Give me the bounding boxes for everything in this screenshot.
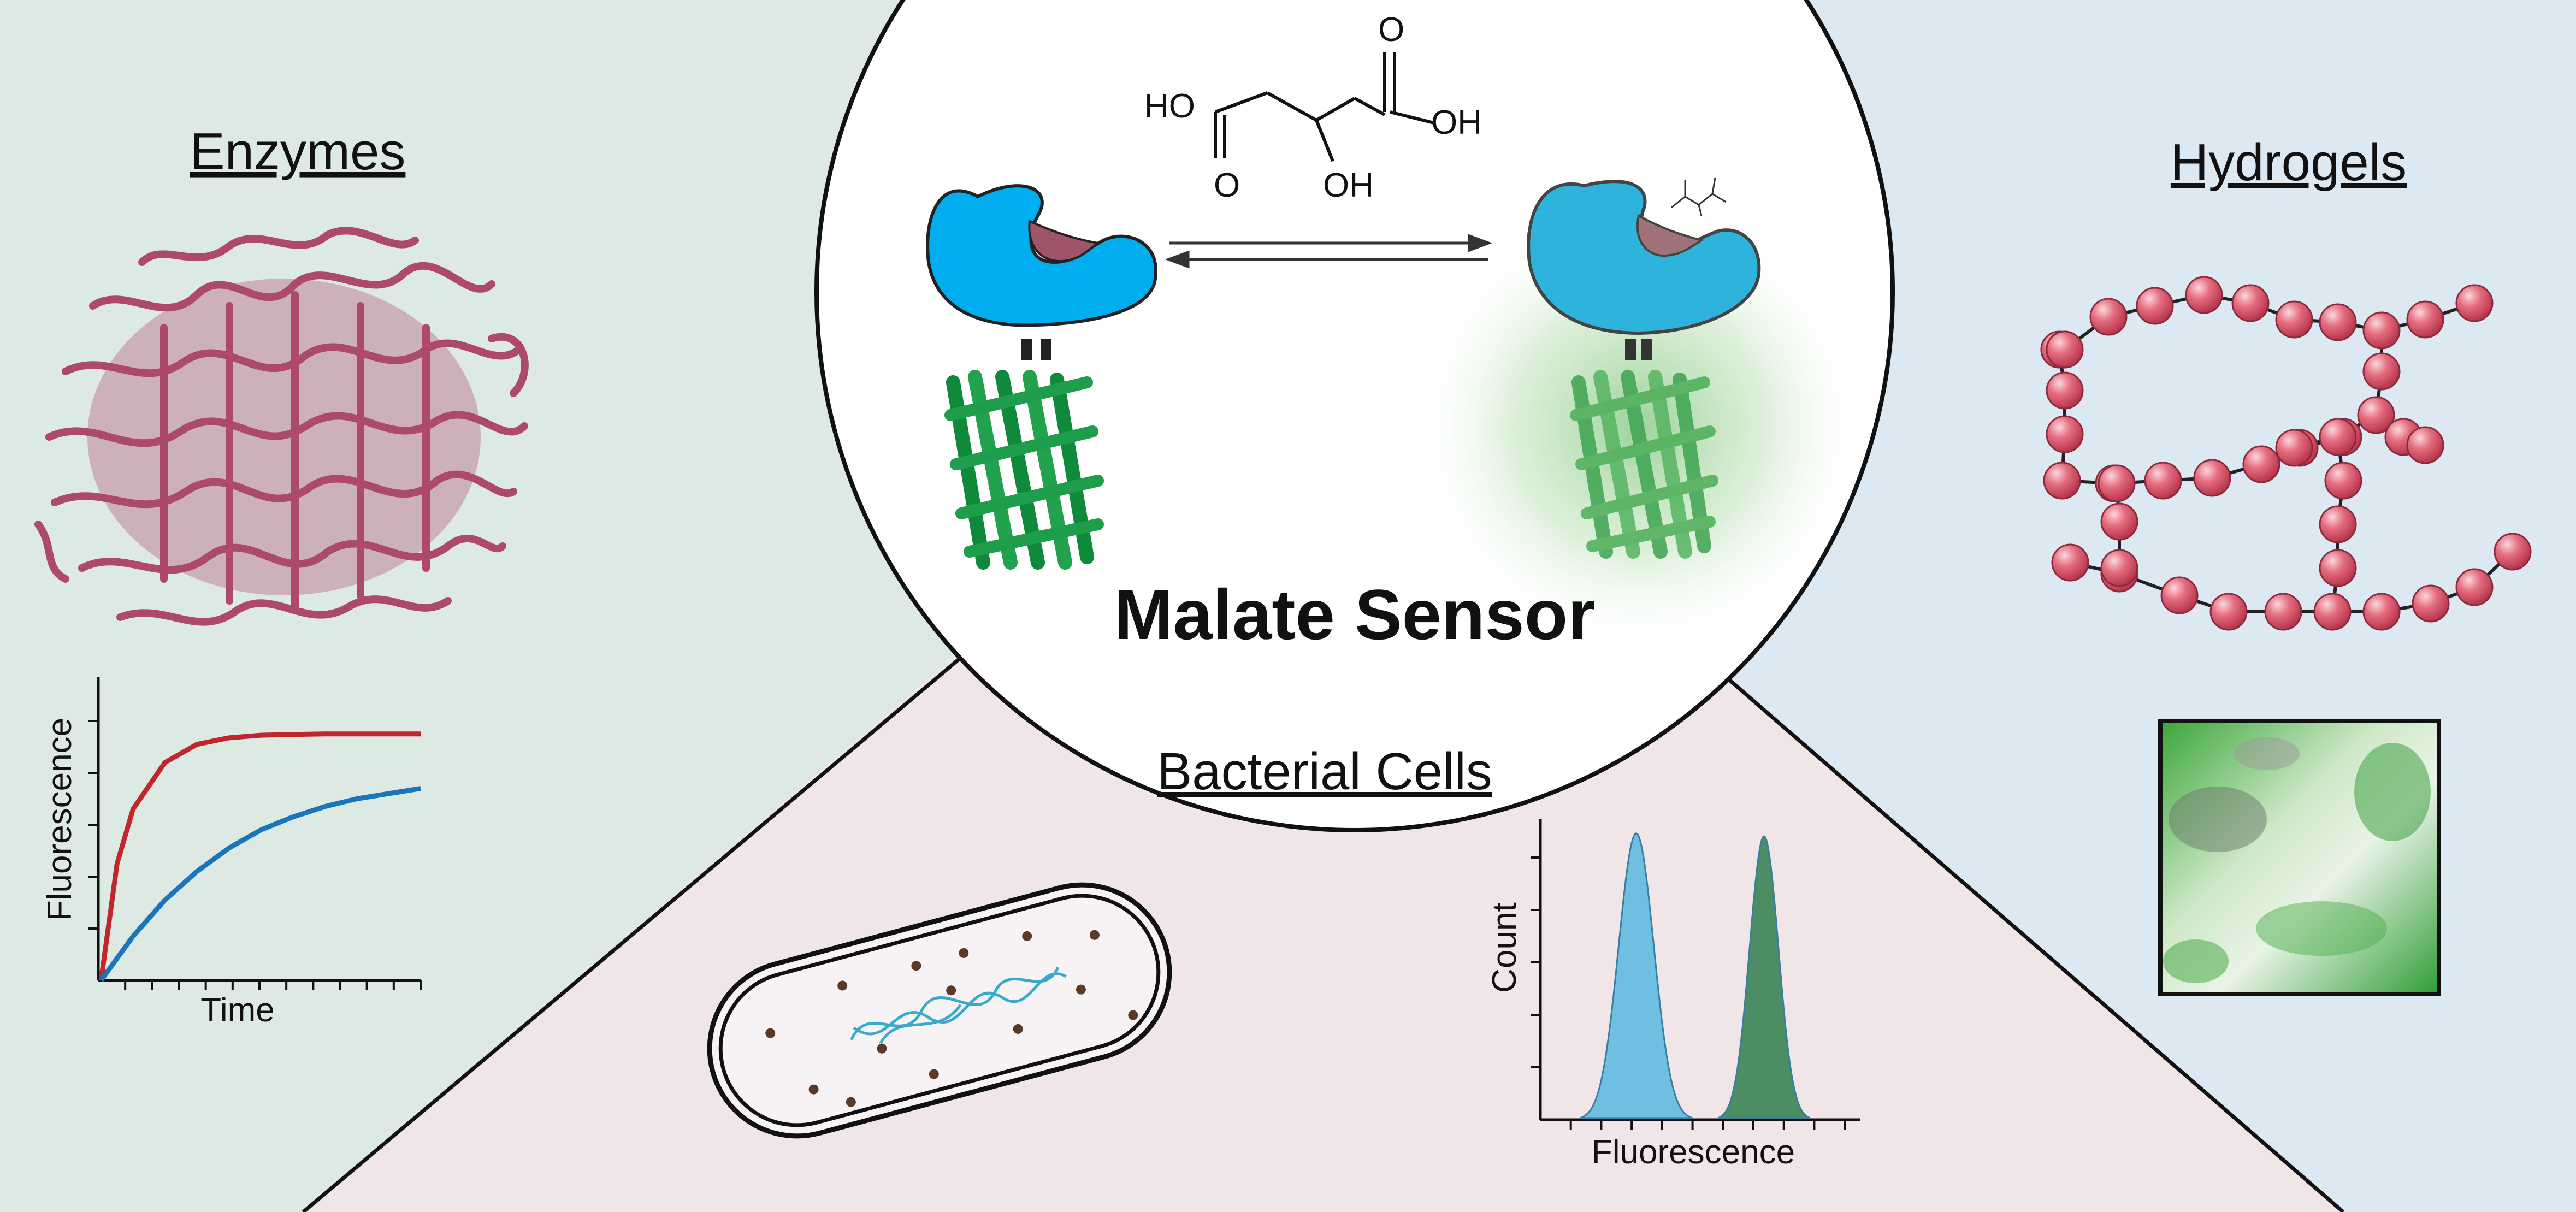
hydrogel-bead: [2362, 352, 2401, 391]
hydrogel-bead: [2319, 418, 2357, 456]
y-axis-label: Fluorescence: [41, 718, 79, 921]
chem-oh-bottom: OH: [1323, 167, 1374, 204]
bacterial-cell: [707, 882, 1172, 1139]
hydrogel-bead: [2357, 396, 2395, 434]
equilibrium-arrows: [1165, 234, 1493, 269]
enzyme-structure: [34, 227, 529, 626]
hydrogel-bead: [2136, 287, 2174, 325]
hydrogel-bead: [2455, 284, 2494, 322]
divider-right: [1662, 621, 2345, 1212]
bound-sensor: [1527, 177, 1761, 559]
hydrogel-bead: [2144, 462, 2182, 500]
hydrogel-bead: [2324, 462, 2362, 500]
hydrogel-bead: [2046, 330, 2084, 369]
cell-inner-membrane: [718, 894, 1161, 1127]
hydrogel-network: [2040, 276, 2532, 631]
hydrogel-bead: [2362, 311, 2401, 350]
hydrogel-bead: [2319, 303, 2357, 341]
hydrogel-bead: [2313, 593, 2352, 631]
chem-ho-left: HO: [1144, 87, 1195, 125]
micrograph-texture: [2163, 737, 2431, 983]
malate-molecule: [1214, 52, 1434, 162]
hydrogel-bead: [2089, 298, 2128, 336]
linker: [1641, 339, 1652, 360]
hydrogel-bead: [2242, 445, 2280, 483]
hydrogel-bead: [2455, 568, 2494, 606]
hydrogel-bead: [2275, 429, 2313, 467]
hydrogel-bead: [2046, 371, 2084, 410]
bound-malate-icon: [1671, 177, 1727, 216]
polymer-link: [2064, 293, 2475, 351]
unbound-sensor: [926, 184, 1158, 570]
hydrogel-bead: [2051, 543, 2089, 582]
binding-pocket-filled: [1636, 214, 1705, 257]
hydrogel-bead: [2406, 426, 2444, 464]
hydrogel-bead: [2100, 549, 2138, 587]
linker: [1041, 339, 1051, 360]
chem-oh-right: OH: [1431, 104, 1482, 141]
enzymes-title: Enzymes: [190, 122, 406, 181]
series-line-blue: [99, 786, 421, 982]
main-title: Malate Sensor: [1114, 575, 1595, 654]
hydrogel-bead: [2264, 593, 2302, 631]
hydrogel-bead: [2046, 415, 2084, 453]
x-axis-label: Time: [200, 991, 274, 1029]
hydrogel-bead: [2185, 276, 2223, 314]
y-axis-label: Count: [1486, 902, 1523, 992]
bacterial-cells-title: Bacterial Cells: [1157, 742, 1492, 801]
hydrogel-bead: [2231, 284, 2270, 322]
linker: [1625, 339, 1636, 360]
linker: [1021, 339, 1032, 360]
cell-outer-membrane: [707, 882, 1172, 1139]
dna-strands: [850, 967, 1067, 1044]
binding-pocket: [1028, 220, 1101, 263]
histogram-peak-blue: [1580, 832, 1693, 1119]
hydrogel-bead: [2193, 459, 2231, 497]
chem-o-top: O: [1378, 11, 1404, 49]
hydrogels-title: Hydrogels: [2171, 133, 2407, 192]
hydrogel-bead: [2043, 462, 2081, 500]
histogram-peak-green: [1717, 835, 1811, 1119]
hydrogel-bead: [2494, 533, 2532, 571]
hydrogel-bead: [2319, 549, 2357, 587]
enzyme-kinetics-chart: Time Fluorescence: [41, 677, 422, 1029]
gfp-barrel-fluorescent: [1570, 370, 1718, 559]
hydrogel-bead: [2275, 300, 2313, 339]
hydrogel-bead: [2406, 300, 2444, 339]
x-axis-label: Fluorescence: [1592, 1133, 1795, 1171]
hydrogel-bead: [2319, 505, 2357, 543]
hydrogel-bead: [2209, 593, 2248, 631]
gfp-barrel: [944, 370, 1104, 570]
hydrogel-bead: [2412, 584, 2450, 623]
chem-o-bottom: O: [1214, 167, 1240, 204]
flow-histogram-chart: Fluorescence Count: [1486, 819, 1860, 1171]
series-line-red: [98, 731, 421, 981]
hydrogel-bead: [2362, 593, 2401, 631]
divider-left: [302, 621, 1004, 1212]
hydrogel-bead: [2098, 464, 2136, 502]
hydrogel-bead: [2100, 502, 2138, 541]
ribosomes: [765, 930, 1138, 1107]
hydrogel-bead: [2160, 576, 2199, 614]
